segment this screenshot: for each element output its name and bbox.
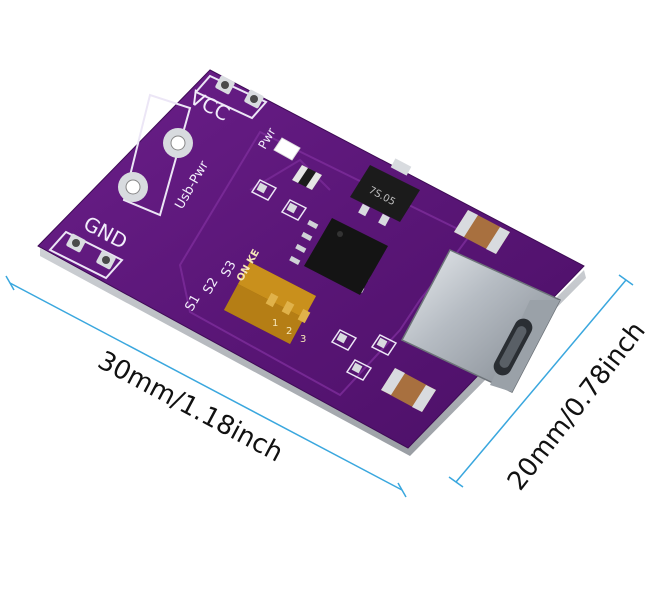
smd-resistor <box>250 179 278 201</box>
smd-resistor <box>370 334 398 356</box>
capacitor-top <box>454 210 510 254</box>
gnd-header-pad <box>66 233 86 253</box>
smd-resistor <box>280 199 308 221</box>
vcc-header-pad <box>244 89 264 109</box>
smd-resistor <box>345 359 373 381</box>
s2-label: S2 <box>200 275 221 297</box>
header-pads <box>66 75 264 270</box>
capacitor-bottom <box>381 368 436 412</box>
terminal-box <box>122 93 192 217</box>
pwr-led <box>273 137 301 161</box>
voltage-regulator-ic: 7S.05 <box>350 158 420 227</box>
dip-position-1: 1 <box>272 318 278 329</box>
main-controller-ic <box>289 218 388 295</box>
smd-resistor <box>292 165 322 190</box>
vcc-pad-box <box>194 74 268 120</box>
s1-label: S1 <box>182 292 203 314</box>
screw-terminal-pads <box>118 128 193 202</box>
ic-pin1-dot <box>337 231 343 237</box>
s3-label: S3 <box>218 258 239 280</box>
terminal-pad-vcc <box>163 128 193 158</box>
terminal-pad-gnd <box>118 172 148 202</box>
pcb-trace <box>249 158 331 191</box>
dip-position-3: 3 <box>300 334 306 345</box>
gnd-header-pad <box>96 250 116 270</box>
dip-position-2: 2 <box>286 326 292 337</box>
vcc-header-pad <box>215 75 235 95</box>
smd-resistor <box>330 329 358 351</box>
gnd-pad-box <box>48 230 124 280</box>
usb-c-connector <box>400 249 562 393</box>
pcb-trace <box>178 130 472 397</box>
